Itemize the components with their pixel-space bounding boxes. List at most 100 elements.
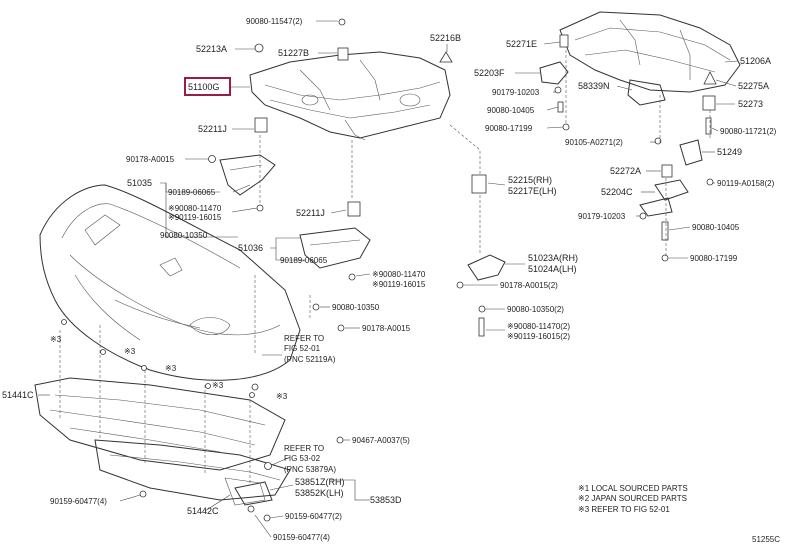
callout-90179-10203-b[interactable]: 90179-10203: [578, 212, 626, 221]
callout-90179-10203[interactable]: 90179-10203: [492, 88, 540, 97]
callout-90080-17199-b[interactable]: 90080-17199: [690, 254, 738, 263]
bolt-90080-10405-right: [661, 221, 669, 241]
callout-labels: 90080-11547(2) 52213A 51227B 52216B 5110…: [2, 17, 777, 542]
clip-bumper-1: [61, 319, 67, 325]
callout-90178-A0015-b[interactable]: 90178-A0015: [362, 324, 411, 333]
callout-52213A[interactable]: 52213A: [196, 44, 227, 54]
bracket-52203F: [539, 61, 569, 85]
bracket-lower-right: [639, 197, 673, 217]
engine-under-cover-front: [34, 377, 286, 471]
callout-51442C[interactable]: 51442C: [187, 506, 219, 516]
callout-90119-A0158[interactable]: 90119-A0158(2): [717, 179, 775, 188]
cushion-52273: [702, 95, 716, 111]
callout-90105-A0271[interactable]: 90105-A0271(2): [565, 138, 623, 147]
callout-90178-A0015[interactable]: 90178-A0015: [126, 155, 175, 164]
callout-51441C[interactable]: 51441C: [2, 390, 34, 400]
callout-90080-17199[interactable]: 90080-17199: [485, 124, 533, 133]
callout-53851Z[interactable]: 53851Z(RH): [295, 477, 345, 487]
nut-90178-A0015: [208, 155, 216, 163]
bracket-52204C: [654, 179, 689, 201]
callout-51227B[interactable]: 51227B: [278, 48, 309, 58]
callout-52211J-lower[interactable]: 52211J: [296, 208, 325, 218]
callout-refer-to-2[interactable]: REFER TO: [284, 444, 324, 453]
callout-90189-06065[interactable]: 90189-06065: [168, 188, 216, 197]
callout-53852K[interactable]: 53852K(LH): [295, 488, 344, 498]
callout-51206A[interactable]: 51206A: [740, 56, 771, 66]
callout-52204C[interactable]: 52204C: [601, 187, 633, 197]
legend-japan-sourced: ※2 JAPAN SOURCED PARTS: [578, 494, 687, 503]
washer-52213A: [254, 43, 264, 53]
highlight-box-51100G: [184, 77, 231, 96]
callout-51100G[interactable]: 51100G: [188, 82, 219, 92]
callout-90080-11721[interactable]: 90080-11721(2): [720, 127, 777, 136]
callout-90467-A0037[interactable]: 90467-A0037(5): [352, 436, 410, 445]
figure-code: 51255C: [752, 535, 780, 544]
callout-51036[interactable]: 51036: [238, 243, 263, 253]
callout-52275A[interactable]: 52275A: [738, 81, 769, 91]
nut-90080-17199-right: [661, 254, 669, 262]
callout-90080-10350[interactable]: 90080-10350: [160, 231, 208, 240]
callout-90159-60477-bottom[interactable]: 90159-60477(4): [273, 533, 330, 542]
front-crossmember-51100G: [249, 51, 451, 141]
callout-58339N[interactable]: 58339N: [578, 81, 610, 91]
rear-suspension-member-51206A: [559, 11, 741, 106]
callout-90080-10405-b[interactable]: 90080-10405: [692, 223, 740, 232]
callout-fig-52-01[interactable]: FIG 52-01: [284, 344, 321, 353]
bolt-90105-A0271: [654, 137, 662, 145]
callout-90080-10350-b[interactable]: 90080-10350: [332, 303, 380, 312]
nut-90178-A0015-lower: [337, 324, 345, 332]
callout-51023A[interactable]: 51023A(RH): [528, 253, 578, 263]
callout-90080-11547[interactable]: 90080-11547(2): [246, 17, 303, 26]
cushion-52271E: [559, 34, 569, 48]
callout-53853D[interactable]: 53853D: [370, 495, 402, 505]
cushion-52211J-lower: [347, 201, 361, 217]
callout-52271E[interactable]: 52271E: [506, 39, 537, 49]
callout-pnc-52119A[interactable]: (PNC 52119A): [284, 355, 336, 364]
callout-90080-11470[interactable]: ※90080-11470: [168, 204, 222, 213]
callout-90189-06065-b[interactable]: 90189-06065: [280, 256, 328, 265]
callout-90159-60477-left[interactable]: 90159-60477(4): [50, 497, 107, 506]
callout-fig-53-02[interactable]: FIG 53-02: [284, 454, 321, 463]
callout-51024A[interactable]: 51024A(LH): [528, 264, 577, 274]
callout-90080-10405[interactable]: 90080-10405: [487, 106, 535, 115]
bolt-90080-11470: [478, 317, 485, 337]
bracket-51023A: [467, 254, 506, 281]
clip-53879A: [264, 462, 272, 470]
callout-refer-to-1[interactable]: REFER TO: [284, 334, 324, 343]
callout-52217E[interactable]: 52217E(LH): [508, 186, 557, 196]
callout-52216B[interactable]: 52216B: [430, 33, 461, 43]
bolt-90119-A0158: [706, 178, 714, 186]
callout-51249[interactable]: 51249: [717, 147, 742, 157]
callout-90159-60477-2[interactable]: 90159-60477(2): [285, 512, 342, 521]
bracket-51035: [219, 154, 276, 196]
bolt-90080-10405: [557, 101, 564, 113]
callout-90119-16015-2[interactable]: ※90119-16015(2): [507, 332, 570, 341]
callout-pnc-53879A[interactable]: (PNC 53879A): [284, 465, 336, 474]
callout-52215[interactable]: 52215(RH): [508, 175, 552, 185]
callout-ref3-b[interactable]: ※3: [124, 347, 136, 356]
callout-52211J-upper[interactable]: 52211J: [198, 124, 227, 134]
callout-ref3-d[interactable]: ※3: [212, 381, 224, 390]
front-bumper-cover: [39, 184, 301, 381]
callout-ref3-c[interactable]: ※3: [165, 364, 177, 373]
callout-90119-16015[interactable]: ※90119-16015: [168, 213, 222, 222]
cushion-52211J-upper: [254, 117, 268, 133]
legend-local-sourced: ※1 LOCAL SOURCED PARTS: [578, 484, 688, 493]
callout-90119-16015-b[interactable]: ※90119-16015: [372, 280, 426, 289]
cushion-52272A: [661, 164, 673, 178]
callout-90080-10350-2[interactable]: 90080-10350(2): [507, 305, 564, 314]
clip-90467: [336, 436, 344, 444]
callout-51035[interactable]: 51035: [127, 178, 152, 188]
callout-90080-11470-b[interactable]: ※90080-11470: [372, 270, 426, 279]
callout-90178-A0015-2[interactable]: 90178-A0015(2): [500, 281, 558, 290]
callout-90080-11470-2[interactable]: ※90080-11470(2): [507, 322, 570, 331]
callout-52273[interactable]: 52273: [738, 99, 763, 109]
callout-52272A[interactable]: 52272A: [610, 166, 641, 176]
clip-bumper-4: [205, 383, 211, 389]
callout-ref3-e[interactable]: ※3: [276, 392, 288, 401]
callout-ref3-a[interactable]: ※3: [50, 335, 62, 344]
callout-52203F[interactable]: 52203F: [474, 68, 505, 78]
bracket-51036: [299, 227, 371, 269]
